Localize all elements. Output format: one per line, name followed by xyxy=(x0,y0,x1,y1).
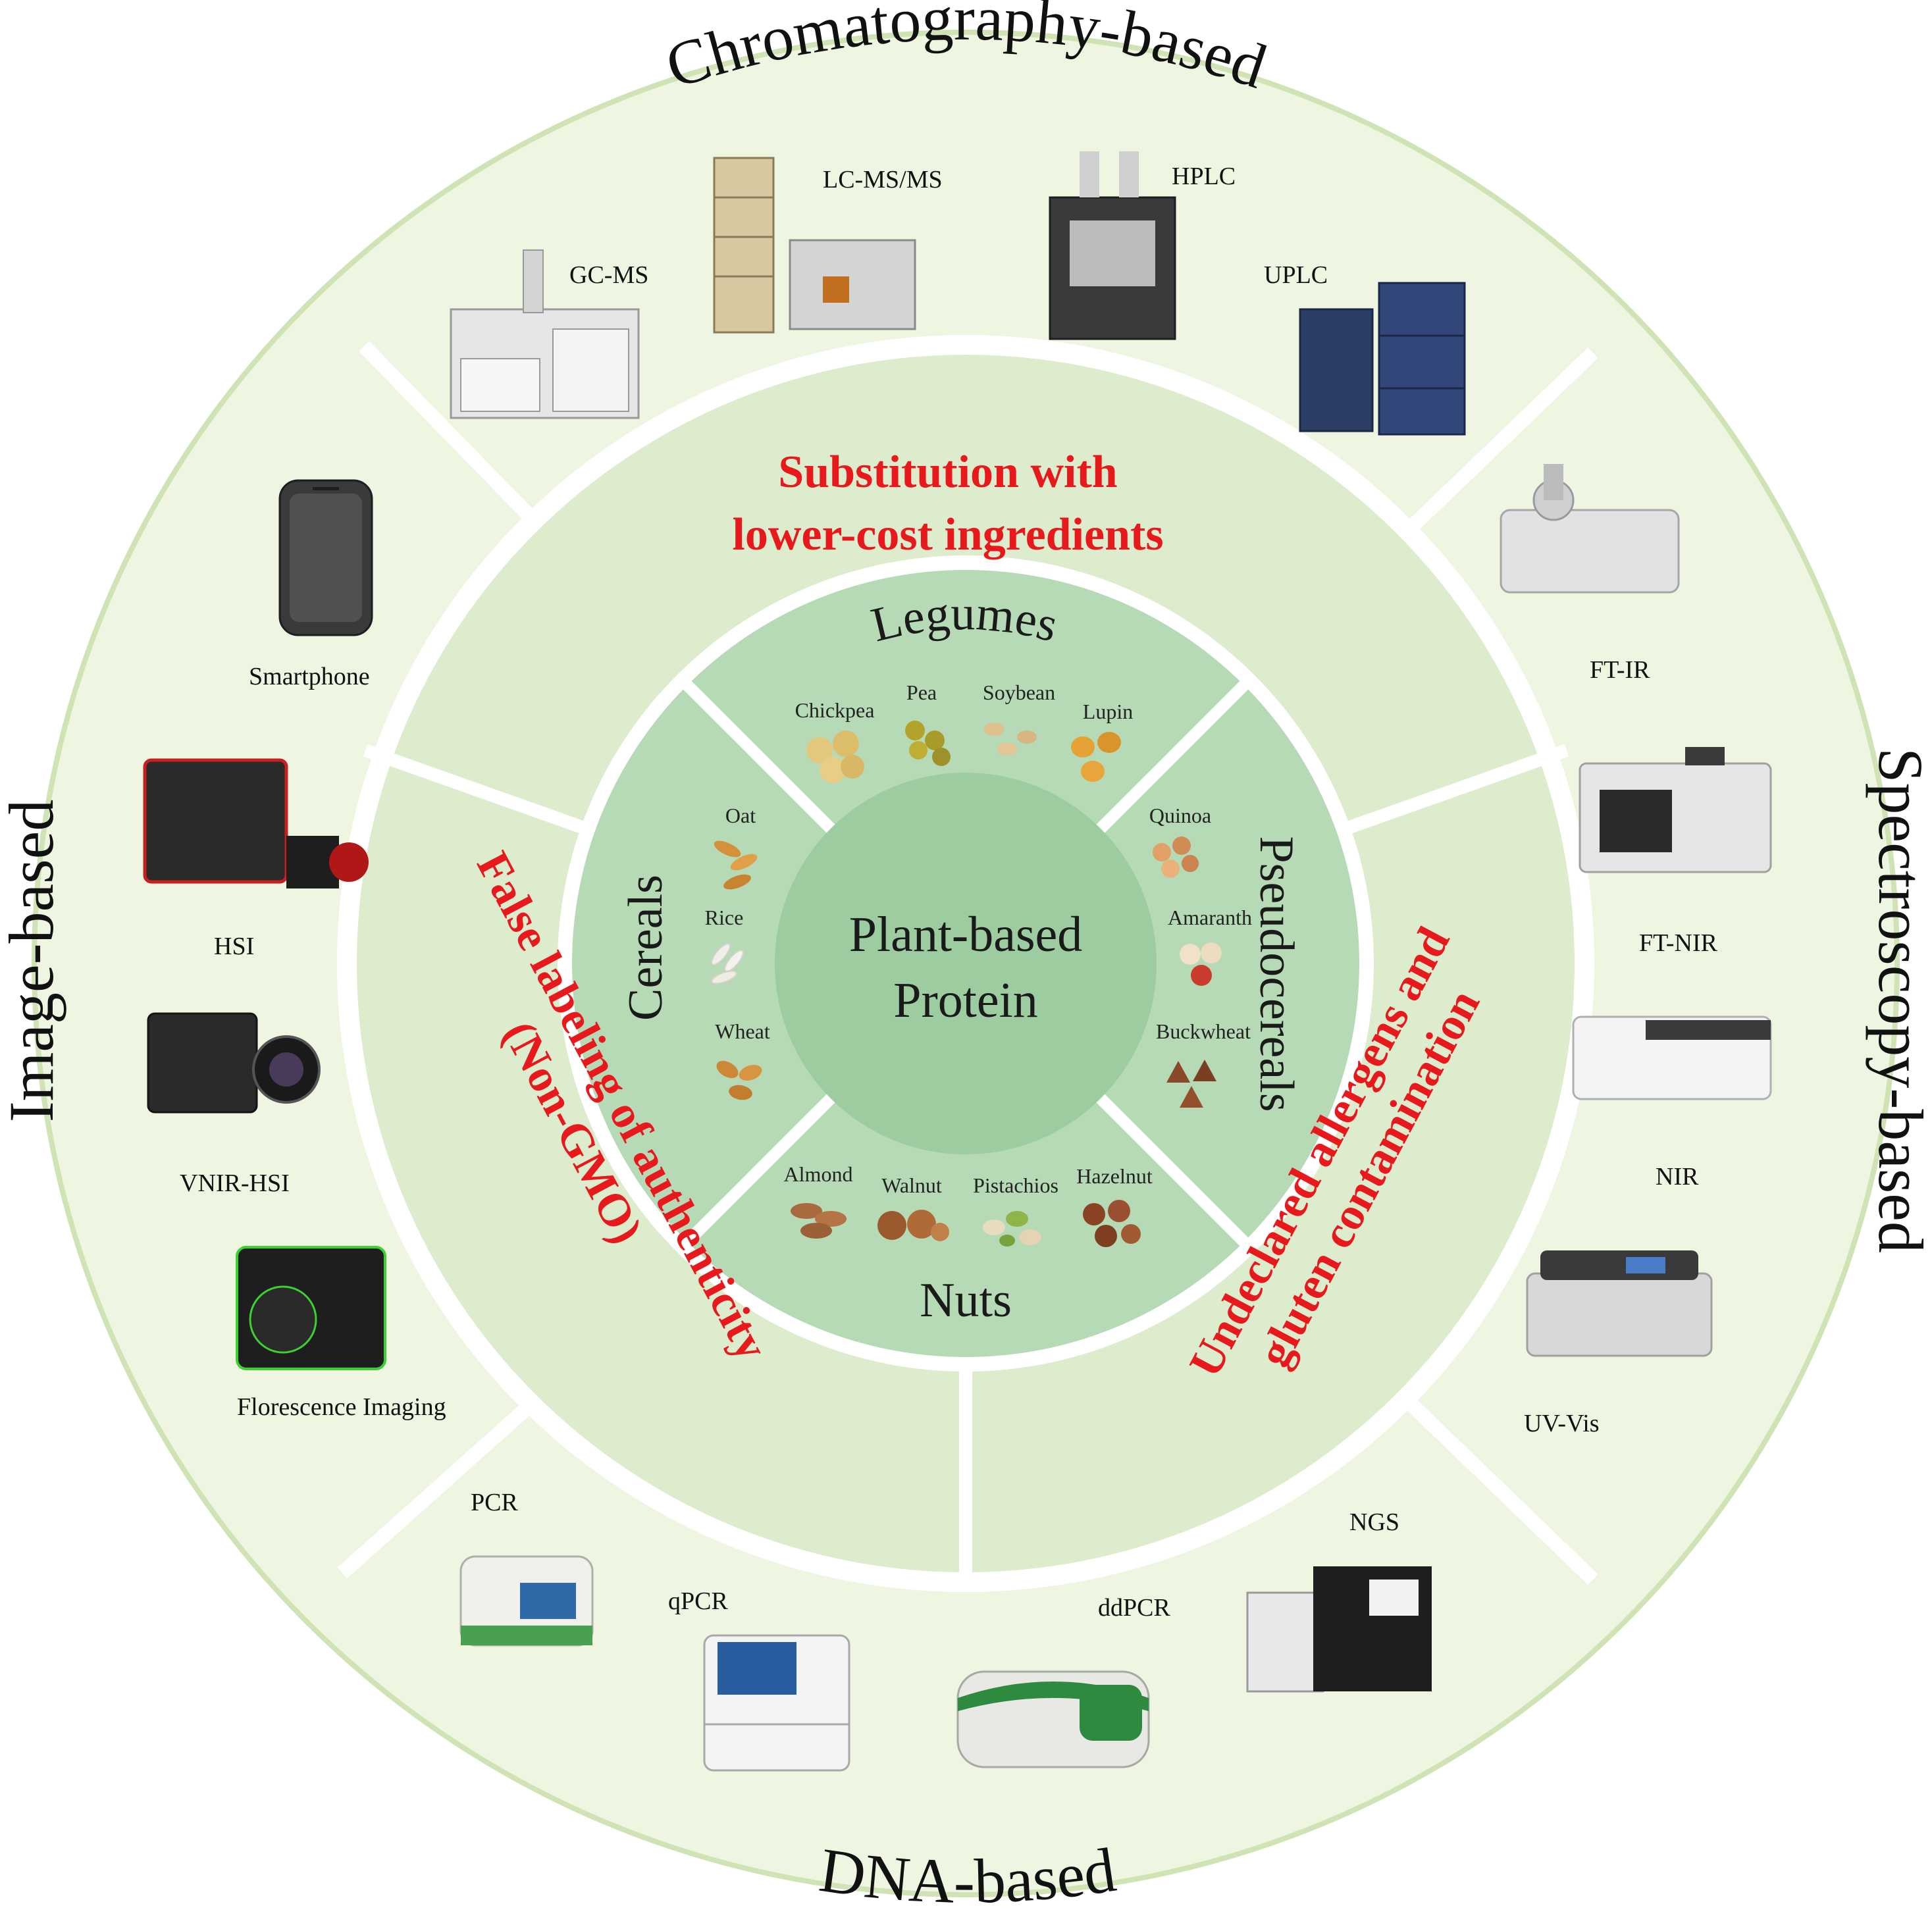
qpcr-label: qPCR xyxy=(668,1587,728,1615)
oat-icon xyxy=(714,840,758,890)
pcr-icon xyxy=(459,1555,594,1647)
ngs-label: NGS xyxy=(1349,1508,1399,1536)
fluorescence-imaging-icon xyxy=(236,1246,386,1370)
wheat-icon xyxy=(716,1060,762,1100)
fraud-substitution-line2: lower-cost ingredients xyxy=(732,509,1163,560)
fluorescence-imaging-label: Florescence Imaging xyxy=(237,1393,446,1421)
ft-nir-icon xyxy=(1579,747,1772,873)
uplc-label: UPLC xyxy=(1264,261,1328,289)
nir-icon xyxy=(1572,1015,1772,1100)
pea-icon xyxy=(905,721,951,766)
hplc-label: HPLC xyxy=(1172,163,1236,190)
amaranth-icon xyxy=(1180,942,1222,986)
ft-nir-label: FT-NIR xyxy=(1639,929,1718,957)
nut-hazelnut-label: Hazelnut xyxy=(1076,1164,1153,1188)
nut-pistachios-label: Pistachios xyxy=(973,1173,1058,1197)
nut-almond-label: Almond xyxy=(784,1162,853,1186)
nir-label: NIR xyxy=(1656,1163,1699,1191)
group-cereals-title: Cereals xyxy=(619,875,673,1021)
center-label-line2: Protein xyxy=(893,973,1038,1028)
qpcr-icon xyxy=(703,1634,850,1772)
legume-chickpea-label: Chickpea xyxy=(795,698,875,722)
uv-vis-label: UV-Vis xyxy=(1524,1410,1600,1437)
category-spectroscopy: Spectroscopy-based xyxy=(1866,748,1932,1253)
ft-ir-label: FT-IR xyxy=(1590,656,1650,684)
lupin-icon xyxy=(1071,732,1121,782)
chickpea-icon xyxy=(806,731,864,783)
gc-ms-icon xyxy=(450,249,640,419)
pistachio-icon xyxy=(983,1211,1041,1246)
center-circle xyxy=(775,773,1157,1154)
legume-pea-label: Pea xyxy=(906,681,937,704)
smartphone-icon xyxy=(278,479,373,636)
buckwheat-icon xyxy=(1166,1060,1216,1108)
legume-soybean-label: Soybean xyxy=(983,681,1055,704)
group-pseudocereals-title: Pseudocereals xyxy=(1249,836,1303,1112)
pseudocereal-quinoa-label: Quinoa xyxy=(1149,804,1211,827)
outer-ring-separators xyxy=(337,341,1598,1585)
smartphone-label: Smartphone xyxy=(249,663,370,690)
cereal-rice-label: Rice xyxy=(705,906,744,929)
rice-icon xyxy=(711,943,744,985)
uv-vis-icon xyxy=(1526,1250,1713,1357)
vnir-hsi-label: VNIR-HSI xyxy=(180,1169,290,1197)
fraud-substitution-line1: Substitution with xyxy=(778,447,1117,498)
quinoa-icon xyxy=(1153,836,1199,878)
cereal-oat-label: Oat xyxy=(725,804,756,827)
ngs-icon xyxy=(1246,1566,1432,1693)
gc-ms-label: GC-MS xyxy=(569,261,648,289)
ddpcr-icon xyxy=(956,1670,1150,1768)
legume-lupin-label: Lupin xyxy=(1083,700,1133,723)
hsi-label: HSI xyxy=(214,933,254,960)
hplc-icon xyxy=(1049,151,1176,340)
nut-walnut-label: Walnut xyxy=(881,1173,942,1197)
vnir-hsi-icon xyxy=(147,1012,321,1114)
walnut-icon xyxy=(877,1210,949,1241)
pseudocereal-amaranth-label: Amaranth xyxy=(1168,906,1252,929)
category-image: Image-based xyxy=(0,800,66,1122)
lc-ms-ms-icon xyxy=(713,157,916,334)
ft-ir-icon xyxy=(1500,464,1680,594)
pcr-label: PCR xyxy=(471,1489,518,1516)
uplc-icon xyxy=(1299,282,1466,436)
hazelnut-icon xyxy=(1083,1200,1141,1247)
cereal-wheat-label: Wheat xyxy=(715,1019,770,1043)
pseudocereal-buckwheat-label: Buckwheat xyxy=(1156,1019,1251,1043)
hsi-icon xyxy=(143,758,369,888)
soybean-icon xyxy=(984,723,1037,756)
ddpcr-label: ddPCR xyxy=(1098,1594,1170,1622)
category-dna: DNA-based xyxy=(816,1834,1120,1916)
center-label-line1: Plant-based xyxy=(849,907,1083,962)
group-nuts-title: Nuts xyxy=(920,1273,1012,1327)
lc-ms-ms-label: LC-MS/MS xyxy=(823,166,943,193)
almond-icon xyxy=(791,1203,847,1239)
